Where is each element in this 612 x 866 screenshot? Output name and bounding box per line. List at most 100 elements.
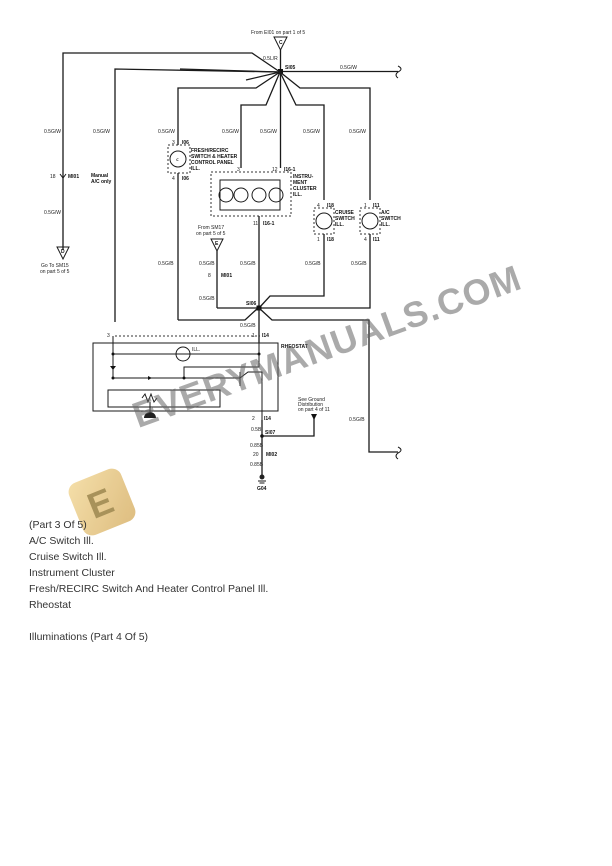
manual-note-2: A/C only bbox=[91, 179, 111, 185]
cruise-switch: 4 I18 CRUISE SWITCH ILL. 1 I18 bbox=[313, 203, 355, 243]
svg-text:3: 3 bbox=[237, 167, 240, 173]
conn-mi01-b: MI01 bbox=[221, 273, 232, 279]
svg-text:I14: I14 bbox=[262, 333, 269, 339]
svg-text:CRUISE: CRUISE bbox=[335, 210, 355, 216]
svg-text:ILL.: ILL. bbox=[381, 222, 390, 228]
rheostat: 3 1 I14 RHEOSTAT ILL. 2 I14 bbox=[92, 333, 308, 422]
caption-line: Rheostat bbox=[29, 599, 72, 611]
wire-label-fr: 0.5G/W bbox=[158, 129, 175, 135]
svg-text:I14: I14 bbox=[264, 416, 271, 422]
splice-si06-label: SI06 bbox=[246, 301, 257, 307]
caption-block: (Part 3 Of 5) A/C Switch Ill. Cruise Swi… bbox=[29, 517, 268, 645]
ref-sm17-part: on part 5 of 5 bbox=[196, 231, 226, 237]
wire-label-c2: 0.5G/W bbox=[260, 129, 277, 135]
wire-label-ac: 0.5G/W bbox=[349, 129, 366, 135]
gb-label-6: 0.5G/B bbox=[199, 296, 215, 302]
wiring-diagram: From EI01 on part 1 of 5 C 0.5L/R SI05 0… bbox=[40, 30, 402, 492]
svg-text:INSTRU-: INSTRU- bbox=[293, 174, 314, 180]
gb-label-1: 0.5G/B bbox=[158, 261, 174, 267]
gb-label-2: 0.5G/B bbox=[199, 261, 215, 267]
top-ref-label: From EI01 on part 1 of 5 bbox=[251, 30, 305, 36]
svg-text:ILL.: ILL. bbox=[191, 166, 200, 172]
svg-text:4: 4 bbox=[317, 203, 320, 209]
caption-line: Fresh/RECIRC Switch And Heater Control P… bbox=[29, 583, 269, 595]
svg-text:RHEOSTAT: RHEOSTAT bbox=[281, 344, 308, 350]
wire-label-cr: 0.5G/W bbox=[303, 129, 320, 135]
connector-d-icon bbox=[56, 246, 70, 261]
ground-circuit: 0.5B SI07 See Ground Distribution on par… bbox=[250, 397, 330, 492]
svg-text:G04: G04 bbox=[257, 486, 267, 492]
fresh-recirc-switch: ⅽ 3 I06 FRESH/RECIRC SWITCH & HEATER CON… bbox=[167, 140, 238, 182]
splice-si05-label: SI05 bbox=[285, 65, 296, 71]
wire-label-l2: 0.5G/W bbox=[44, 210, 61, 216]
connector-e-letter: E bbox=[215, 241, 219, 247]
svg-text:0.5B: 0.5B bbox=[251, 427, 262, 433]
gb-label-7: 0.5G/B bbox=[240, 323, 256, 329]
caption-line: (Part 3 Of 5) bbox=[29, 519, 87, 531]
svg-text:I18: I18 bbox=[327, 203, 334, 209]
ac-switch: 1 I11 A/C SWITCH ILL. 4 I11 bbox=[359, 203, 401, 243]
gb-label-4: 0.5G/B bbox=[305, 261, 321, 267]
pin-8: 8 bbox=[208, 273, 211, 279]
gb-label-3: 0.5G/B bbox=[240, 261, 256, 267]
svg-text:CONTROL PANEL: CONTROL PANEL bbox=[191, 160, 234, 166]
svg-text:A/C: A/C bbox=[381, 210, 390, 216]
svg-text:SI07: SI07 bbox=[265, 430, 276, 436]
svg-text:SWITCH: SWITCH bbox=[335, 216, 355, 222]
svg-text:4: 4 bbox=[364, 237, 367, 243]
svg-text:SWITCH: SWITCH bbox=[381, 216, 401, 222]
ref-sm15: Go To SM15 bbox=[41, 263, 69, 269]
svg-text:I16-1: I16-1 bbox=[284, 167, 296, 173]
svg-text:3: 3 bbox=[172, 140, 175, 146]
svg-text:on part 4 of 11: on part 4 of 11 bbox=[298, 407, 330, 413]
svg-text:11: 11 bbox=[253, 221, 258, 227]
svg-text:1: 1 bbox=[252, 333, 255, 339]
svg-text:20: 20 bbox=[253, 452, 259, 458]
conn-mi01: MI01 bbox=[68, 174, 79, 180]
svg-text:0.85B: 0.85B bbox=[250, 443, 264, 449]
svg-text:2: 2 bbox=[252, 416, 255, 422]
svg-text:4: 4 bbox=[172, 176, 175, 182]
ref-sm15-part: on part 5 of 5 bbox=[40, 269, 70, 275]
svg-text:1: 1 bbox=[364, 203, 367, 209]
connector-e-icon bbox=[210, 238, 224, 253]
wire-label-top: 0.5L/R bbox=[263, 56, 278, 62]
svg-text:I18: I18 bbox=[327, 237, 334, 243]
svg-text:ILL.: ILL. bbox=[192, 347, 200, 353]
connector-c-icon bbox=[273, 36, 288, 52]
svg-text:I11: I11 bbox=[373, 203, 380, 209]
svg-text:Distribution: Distribution bbox=[298, 402, 323, 408]
svg-text:I06: I06 bbox=[182, 176, 189, 182]
svg-text:3: 3 bbox=[107, 333, 110, 339]
wire-label-c1: 0.5G/W bbox=[222, 129, 239, 135]
next-section-title: Illuminations (Part 4 Of 5) bbox=[29, 631, 149, 643]
svg-text:MENT: MENT bbox=[293, 180, 307, 186]
svg-text:FRESH/RECIRC: FRESH/RECIRC bbox=[191, 148, 229, 154]
ref-sm17: From SM17 bbox=[198, 225, 224, 231]
svg-text:12: 12 bbox=[272, 167, 278, 173]
svg-text:SWITCH & HEATER: SWITCH & HEATER bbox=[191, 154, 238, 160]
svg-text:CLUSTER: CLUSTER bbox=[293, 186, 317, 192]
svg-text:ⅽ: ⅽ bbox=[176, 157, 179, 163]
svg-text:ILL.: ILL. bbox=[335, 222, 344, 228]
wire-label-l3: 0.5G/W bbox=[93, 129, 110, 135]
svg-text:MI02: MI02 bbox=[266, 452, 277, 458]
instrument-cluster: 3 12 I16-1 INSTRU- MENT CLUSTER ILL. 11 … bbox=[210, 167, 317, 227]
gb-label-right: 0.5G/B bbox=[349, 417, 365, 423]
svg-text:I06: I06 bbox=[182, 140, 189, 146]
splice-si05 bbox=[278, 69, 283, 74]
wire-continuation-icon bbox=[395, 65, 402, 79]
wire-label-top-right: 0.5G/W bbox=[340, 65, 357, 71]
svg-text:1: 1 bbox=[317, 237, 320, 243]
caption-line: A/C Switch Ill. bbox=[29, 535, 94, 547]
connector-d-letter: D bbox=[61, 249, 65, 255]
svg-text:I16-1: I16-1 bbox=[263, 221, 275, 227]
caption-line: Instrument Cluster bbox=[29, 567, 115, 579]
svg-text:ILL.: ILL. bbox=[293, 192, 302, 198]
connector-mi01-icon bbox=[59, 173, 67, 179]
connector-c-letter: C bbox=[279, 40, 283, 46]
wire-label-l1: 0.5G/W bbox=[44, 129, 61, 135]
svg-text:0.85B: 0.85B bbox=[250, 462, 264, 468]
wire-continuation-icon-2 bbox=[395, 446, 402, 460]
svg-text:See Ground: See Ground bbox=[298, 397, 325, 403]
